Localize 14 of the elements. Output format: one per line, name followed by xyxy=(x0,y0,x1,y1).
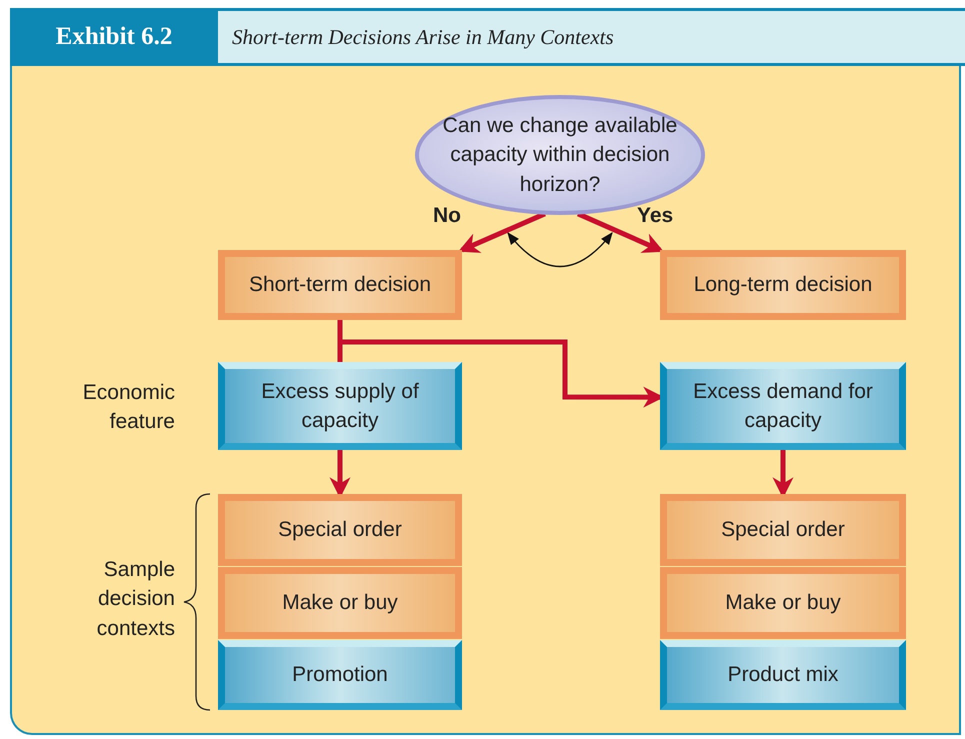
context-box: Promotion xyxy=(218,640,462,710)
context-box: Make or buy xyxy=(660,567,906,639)
exhibit-number: Exhibit 6.2 xyxy=(10,8,218,66)
context-box: Special order xyxy=(218,494,462,566)
title-bar: Short-term Decisions Arise in Many Contexts xyxy=(218,8,965,66)
row-label: Economic feature xyxy=(82,380,175,436)
feature-box: Excess demand for capacity xyxy=(660,362,906,450)
context-box: Special order xyxy=(660,494,906,566)
decision-box: Short-term decision xyxy=(218,250,462,320)
context-box: Make or buy xyxy=(218,567,462,639)
row-label: Sample decision contexts xyxy=(96,557,175,642)
context-box: Product mix xyxy=(660,640,906,710)
decision-box: Long-term decision xyxy=(660,250,906,320)
feature-box: Excess supply of capacity xyxy=(218,362,462,450)
